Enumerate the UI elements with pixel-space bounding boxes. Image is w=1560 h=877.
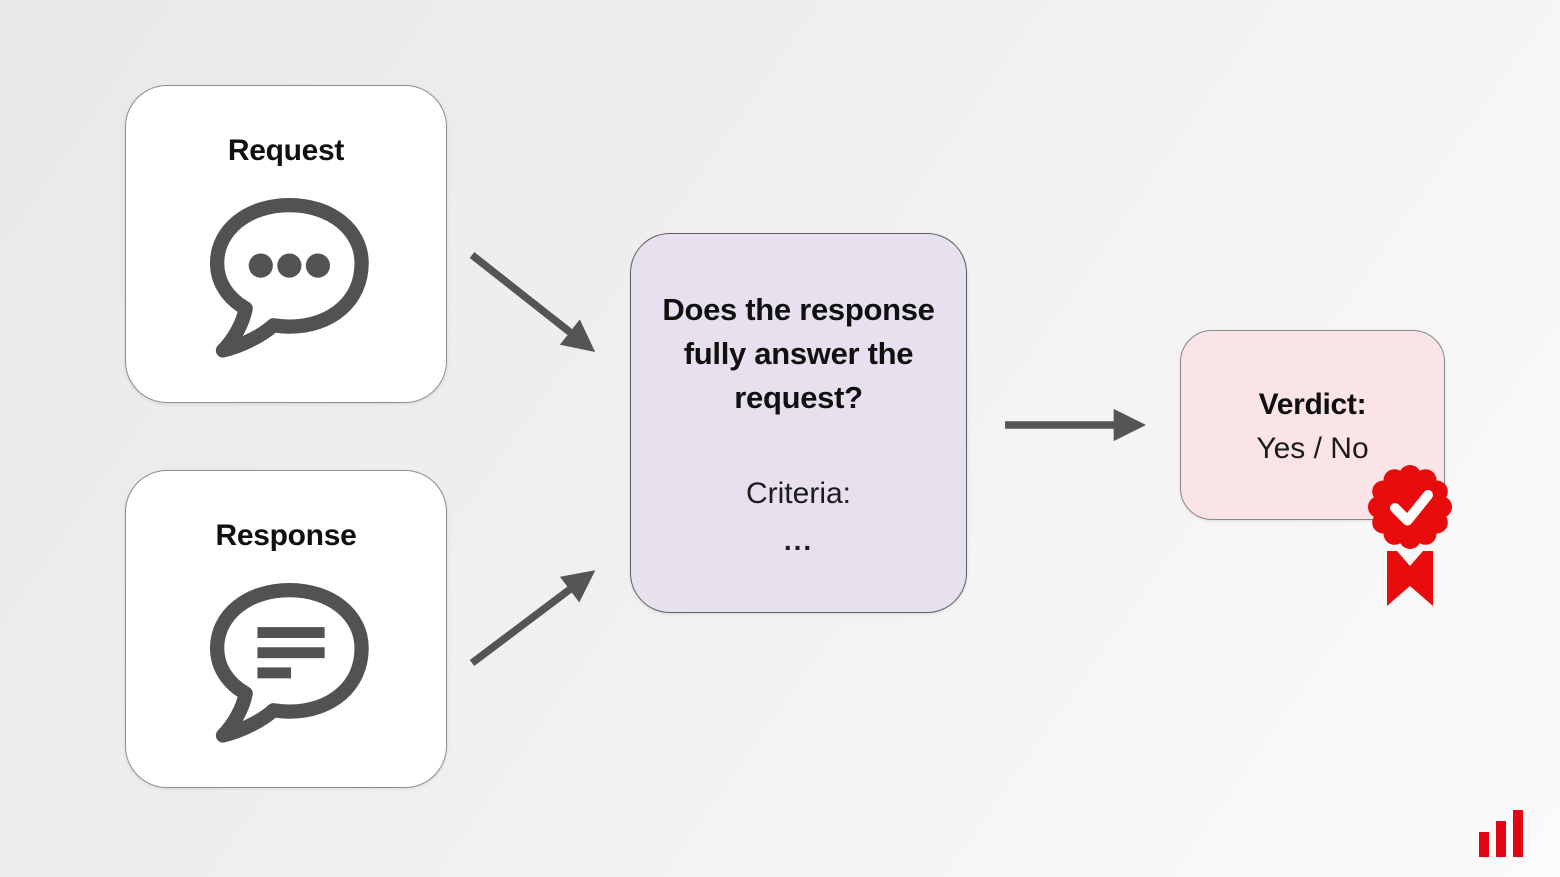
response-title: Response xyxy=(215,519,357,552)
question-node: Does the response fully answer the reque… xyxy=(630,233,967,613)
award-ribbon-check-icon xyxy=(1368,465,1452,606)
bar-chart-logo xyxy=(1479,810,1523,857)
ribbon-tails xyxy=(1387,551,1433,606)
request-node: Request xyxy=(125,85,447,403)
criteria-ellipsis: ... xyxy=(783,525,814,556)
checkmark-icon xyxy=(1390,490,1433,526)
response-node: Response xyxy=(125,470,447,788)
verdict-node: Verdict: Yes / No xyxy=(1180,330,1445,520)
arrow-response-to-question xyxy=(469,570,596,666)
chat-bubble-lines-icon xyxy=(202,575,370,743)
chat-bubble-dots-icon xyxy=(202,190,370,358)
verdict-value: Yes / No xyxy=(1256,432,1369,465)
verdict-title: Verdict: xyxy=(1258,388,1367,421)
request-title: Request xyxy=(227,134,345,167)
criteria-label: Criteria: xyxy=(745,477,851,510)
question-text: Does the response fully answer the reque… xyxy=(662,292,935,415)
arrow-request-to-question xyxy=(469,252,596,352)
